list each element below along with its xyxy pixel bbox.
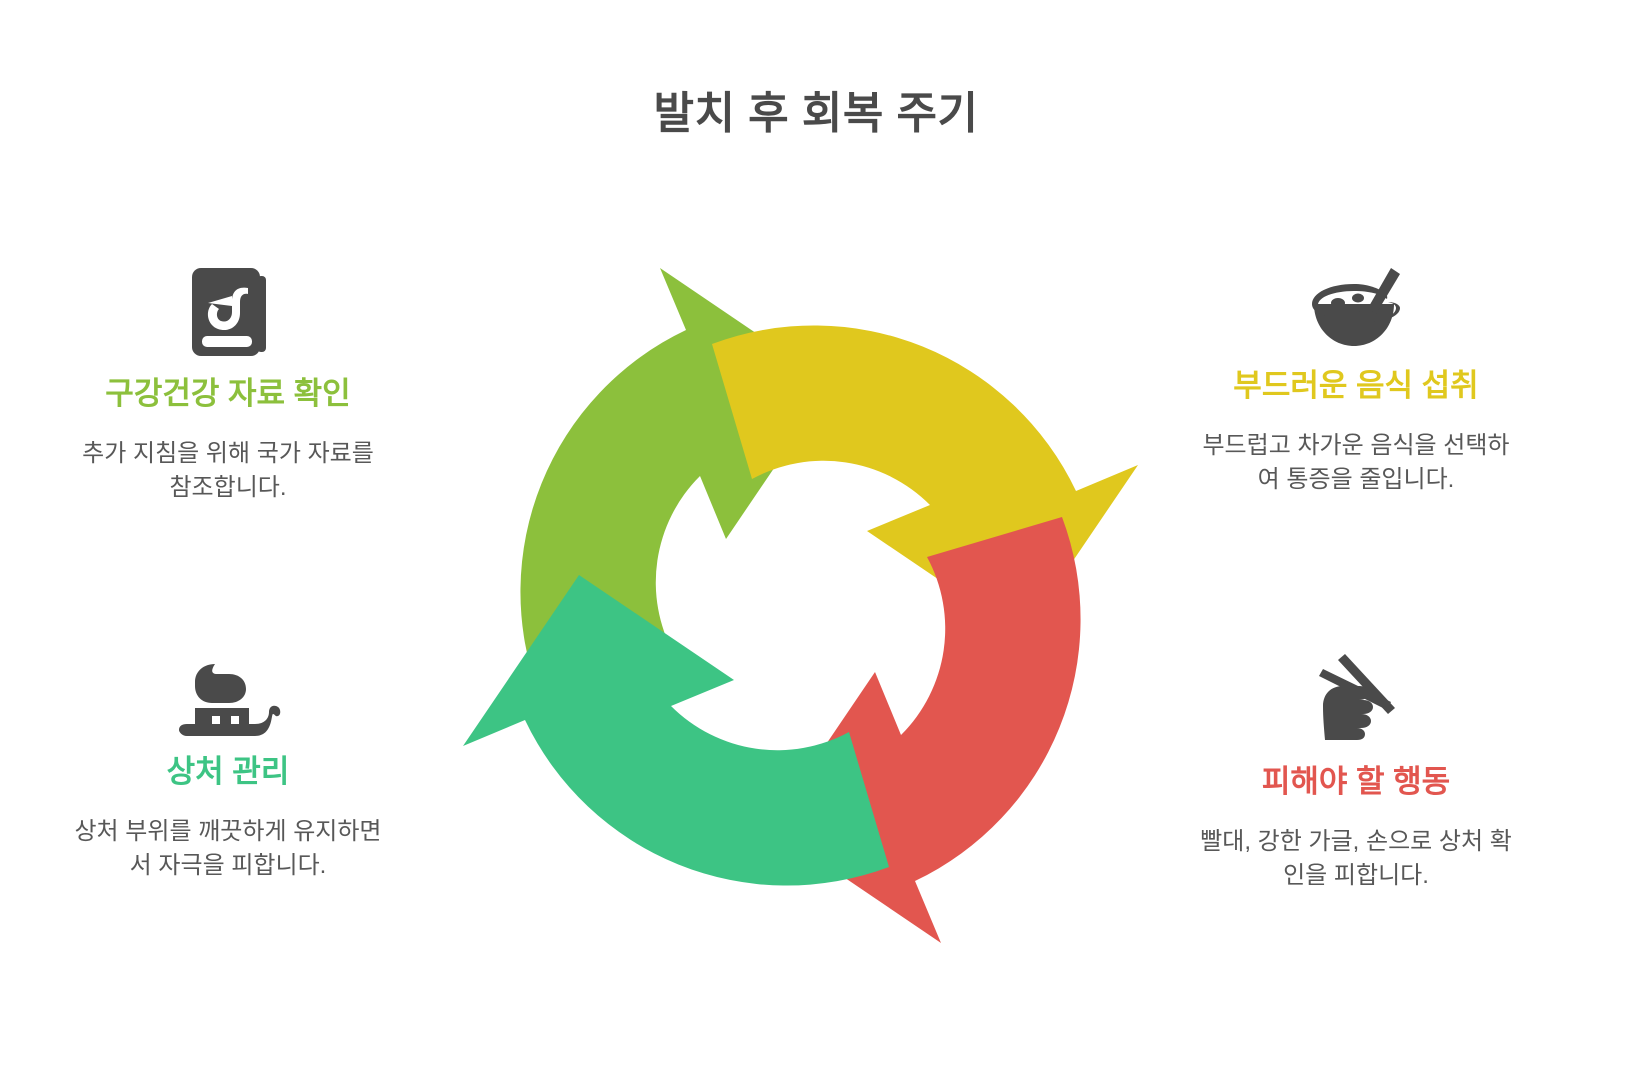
callout-title: 상처 관리 xyxy=(166,754,290,789)
callout-description: 추가 지침을 위해 국가 자료를 참조합니다. xyxy=(82,439,374,501)
callout-wound-care[interactable]: 상처 관리 상처 부위를 깨끗하게 유지하면서 자극을 피합니다. xyxy=(68,644,388,883)
cycle-segment-bottom-left[interactable] xyxy=(463,575,889,886)
cycle-diagram xyxy=(436,254,1152,970)
callout-oral-health-resources[interactable]: 구강건강 자료 확인 추가 지침을 위해 국가 자료를 참조합니다. xyxy=(68,266,388,505)
callout-title: 구강건강 자료 확인 xyxy=(105,376,351,411)
callout-description: 부드럽고 차가운 음식을 선택하여 통증을 줄입니다. xyxy=(1202,431,1510,493)
callout-title: 피해야 할 행동 xyxy=(1261,764,1451,799)
hand-chopsticks-icon xyxy=(1319,654,1395,740)
callout-behaviors-to-avoid[interactable]: 피해야 할 행동 빨대, 강한 가글, 손으로 상처 확인을 피합니다. xyxy=(1196,654,1516,893)
page-title: 발치 후 회복 주기 xyxy=(653,89,979,138)
callout-description: 상처 부위를 깨끗하게 유지하면서 자극을 피합니다. xyxy=(74,817,382,879)
callout-description: 빨대, 강한 가글, 손으로 상처 확인을 피합니다. xyxy=(1200,827,1512,889)
toothbrush-icon xyxy=(179,664,281,736)
bowl-spoon-icon xyxy=(1312,268,1400,346)
icon-box xyxy=(1196,654,1516,746)
cycle-diagram-svg xyxy=(463,268,1138,943)
icon-box xyxy=(68,644,388,736)
icon-box xyxy=(68,266,388,358)
callout-soft-food-intake[interactable]: 부드러운 음식 섭취 부드럽고 차가운 음식을 선택하여 통증을 줄입니다. xyxy=(1196,258,1516,497)
book-tooth-icon xyxy=(192,268,266,356)
icon-box xyxy=(1196,258,1516,350)
callout-title: 부드러운 음식 섭취 xyxy=(1233,368,1479,403)
